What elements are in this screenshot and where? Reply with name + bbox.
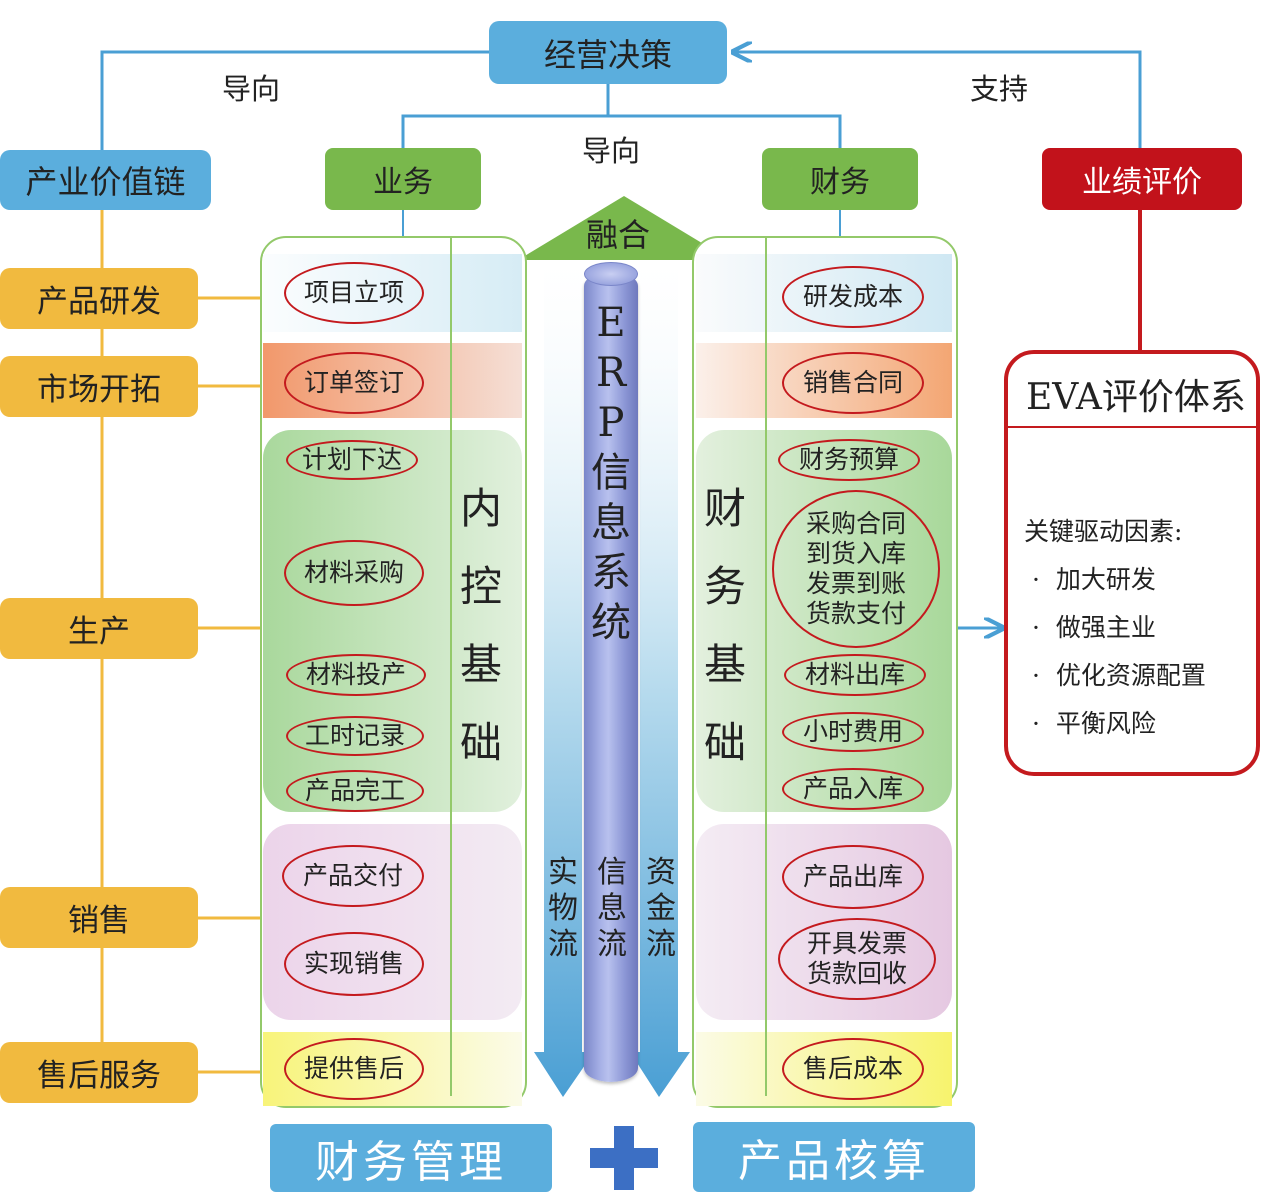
stage-sales: 销售 <box>0 887 198 948</box>
item-sales-contract: 销售合同 <box>782 352 924 414</box>
erp-label: E R P 信 息 系 统 <box>591 300 631 646</box>
stage-after-sales: 售后服务 <box>0 1042 198 1103</box>
product-accounting-box: 产品核算 <box>693 1122 975 1192</box>
financial-management-box: 财务管理 <box>270 1124 552 1192</box>
item-financial-budget: 财务预算 <box>778 439 920 481</box>
stage-rd: 产品研发 <box>0 268 198 329</box>
item-product-outbound: 产品出库 <box>782 845 924 909</box>
item-order-signing: 订单签订 <box>284 352 424 414</box>
guide-label-center: 导向 <box>582 134 641 168</box>
capital-flow-label: 资 金 流 <box>646 855 676 962</box>
item-purchase-cycle: 采购合同 到货入库 发票到账 货款支付 <box>772 490 940 648</box>
fusion-arrow <box>518 196 730 260</box>
business-box: 业务 <box>325 148 481 210</box>
eva-subtitle: 关键驱动因素: <box>1024 517 1183 546</box>
decision-box: 经营决策 <box>489 21 727 84</box>
finance-foundation-label: 财 务 基 础 <box>703 484 746 767</box>
eva-separator <box>1008 426 1256 428</box>
stage-market: 市场开拓 <box>0 356 198 417</box>
item-hours-record: 工时记录 <box>286 716 424 756</box>
erp-column-top <box>584 262 638 286</box>
stage-production: 生产 <box>0 598 198 659</box>
business-panel-divider <box>450 238 452 1096</box>
item-after-sales-service: 提供售后 <box>284 1038 424 1100</box>
guide-line-left <box>100 50 490 150</box>
fusion-label: 融合 <box>586 216 651 254</box>
eva-title: EVA评价体系 <box>1026 377 1246 418</box>
performance-box: 业绩评价 <box>1042 148 1242 210</box>
item-after-sales-cost: 售后成本 <box>782 1038 924 1100</box>
eva-factor: · 做强主业 <box>1032 613 1156 642</box>
guide-label-left: 导向 <box>222 72 281 106</box>
item-invoice-collection: 开具发票 货款回收 <box>778 918 936 1000</box>
item-product-delivery: 产品交付 <box>282 845 424 907</box>
item-material-input: 材料投产 <box>286 654 426 696</box>
item-product-completion: 产品完工 <box>286 770 424 812</box>
material-flow-arrow <box>534 262 594 1097</box>
item-material-outbound: 材料出库 <box>784 654 926 696</box>
item-rd-cost: 研发成本 <box>782 266 924 328</box>
item-material-purchase: 材料采购 <box>284 540 424 606</box>
capital-flow-arrow <box>630 262 690 1097</box>
guide-line-split <box>401 114 842 150</box>
plus-icon <box>590 1126 658 1190</box>
finance-panel-divider <box>765 238 767 1096</box>
support-label: 支持 <box>970 72 1029 106</box>
eva-factor: · 加大研发 <box>1032 565 1156 594</box>
item-sales-realization: 实现销售 <box>284 932 424 996</box>
support-line <box>733 52 1142 148</box>
material-flow-label: 实 物 流 <box>548 855 578 962</box>
item-project-approval: 项目立项 <box>284 262 424 324</box>
eva-system-box: EVA评价体系 关键驱动因素: · 加大研发 · 做强主业 · 优化资源配置 ·… <box>1004 350 1260 776</box>
item-product-inbound: 产品入库 <box>782 768 924 810</box>
information-flow-label: 信 息 流 <box>597 855 627 962</box>
finance-box: 财务 <box>762 148 918 210</box>
internal-control-label: 内 控 基 础 <box>459 484 502 767</box>
item-plan-issue: 计划下达 <box>286 440 418 480</box>
item-hourly-cost: 小时费用 <box>782 712 924 752</box>
value-chain-box: 产业价值链 <box>0 150 211 210</box>
eva-factor: · 平衡风险 <box>1032 709 1156 738</box>
eva-factor: · 优化资源配置 <box>1032 661 1206 690</box>
erp-column <box>584 272 638 1082</box>
